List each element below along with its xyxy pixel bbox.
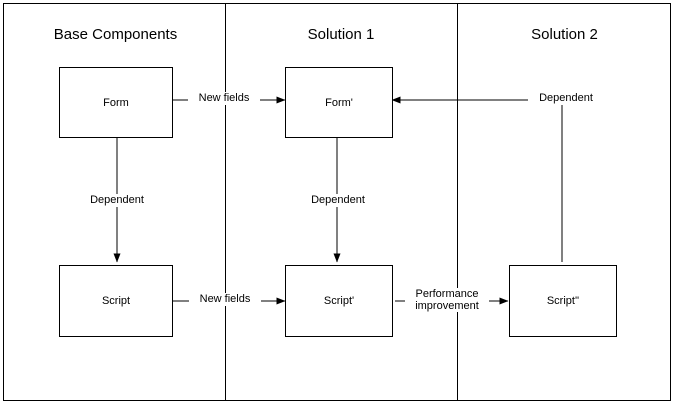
edge-label-new-fields-form: New fields [188,92,260,105]
edge-label-performance-line1: Performance [415,288,479,300]
node-script[interactable]: Script [59,265,173,337]
edge-label-new-fields-script: New fields [189,293,261,306]
node-form-prime[interactable]: Form' [285,67,393,138]
edge-label-performance-line2: improvement [415,300,479,312]
column-title-base-components: Base Components [53,26,178,43]
edge-label-dependent-base: Dependent [79,194,155,207]
node-script-label: Script [101,295,131,307]
node-script-prime-label: Script' [323,295,355,307]
column-title-solution-1: Solution 1 [307,26,375,43]
node-form-label: Form [103,96,129,109]
node-form-prime-label: Form' [325,96,353,109]
column-divider-2 [457,4,458,400]
edge-label-dependent-sol2: Dependent [528,92,604,105]
diagram-border [3,3,671,401]
node-script-prime[interactable]: Script' [285,265,393,337]
column-title-solution-2: Solution 2 [531,26,598,43]
edge-label-performance-improvement: Performance improvement [405,288,489,312]
node-script-double-prime[interactable]: Script'' [509,265,617,337]
node-script-double-prime-label: Script'' [546,295,580,307]
column-divider-1 [225,4,226,400]
node-form[interactable]: Form [59,67,173,138]
edge-label-dependent-sol1: Dependent [300,194,376,207]
